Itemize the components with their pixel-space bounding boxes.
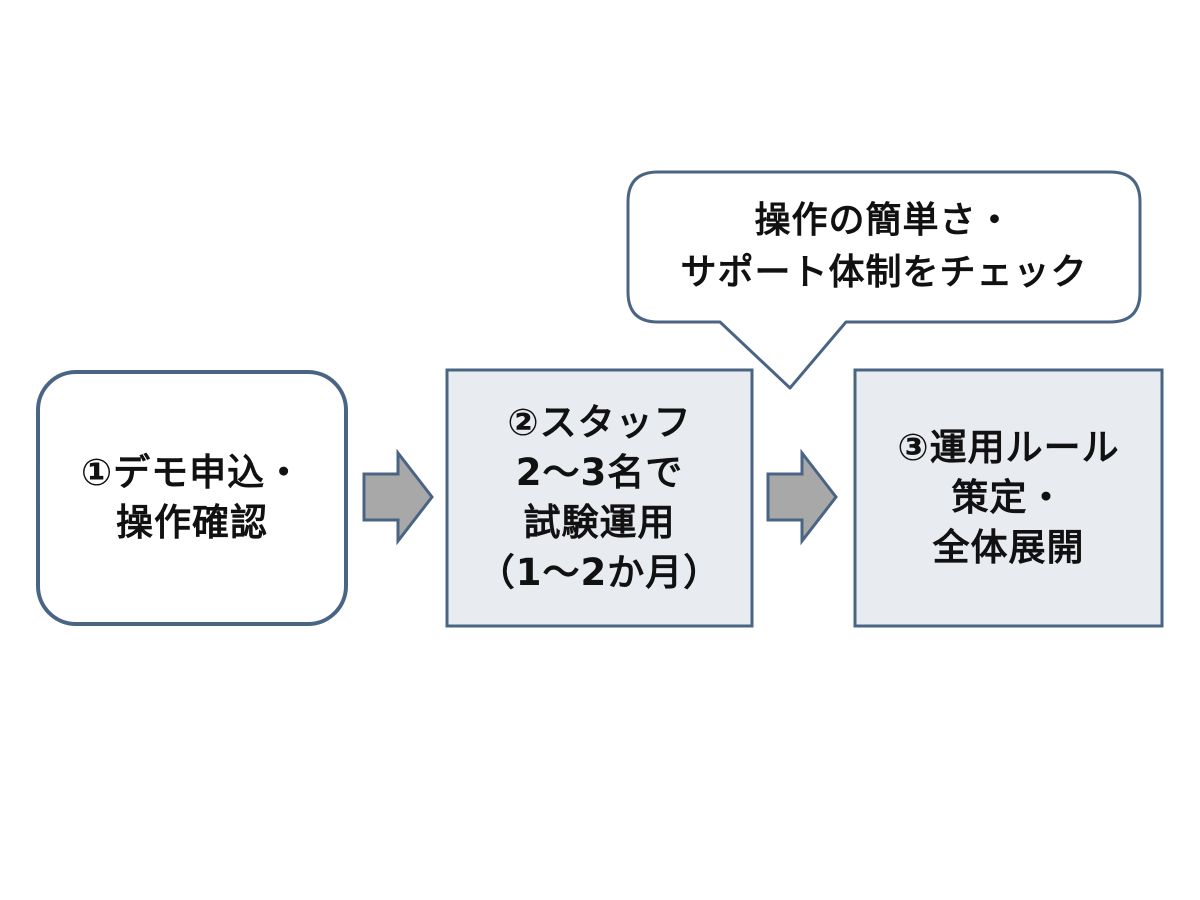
- step-3-box: [853, 368, 1164, 628]
- step-1-box: [36, 370, 348, 626]
- step-2-line-3: 試験運用: [523, 501, 676, 544]
- callout-line-2: サポート体制をチェック: [680, 252, 1088, 293]
- arrow-right-icon: [362, 448, 434, 546]
- step-3-line-1: ③運用ルール: [897, 426, 1120, 469]
- callout-label: 操作の簡単さ・ サポート体制をチェック: [628, 172, 1140, 322]
- step-1-label: ①デモ申込・ 操作確認: [38, 372, 346, 624]
- step-2-line-4: （1〜2か月）: [477, 551, 722, 594]
- step-1-line-2: 操作確認: [116, 501, 268, 544]
- step-2-line-1: ②スタッフ: [507, 401, 692, 444]
- step-2-line-2: 2〜3名で: [515, 451, 684, 494]
- step-3-label: ③運用ルール 策定・ 全体展開: [855, 370, 1162, 626]
- arrow-right-icon: [766, 448, 838, 546]
- step-3-line-2: 策定・: [951, 476, 1066, 519]
- step-2-box: [445, 368, 754, 628]
- callout-line-1: 操作の簡単さ・: [754, 200, 1014, 241]
- step-2-label: ②スタッフ 2〜3名で 試験運用 （1〜2か月）: [447, 370, 752, 626]
- callout-bubble: [626, 170, 1142, 390]
- step-3-line-3: 全体展開: [932, 526, 1085, 569]
- step-1-line-1: ①デモ申込・: [80, 451, 304, 494]
